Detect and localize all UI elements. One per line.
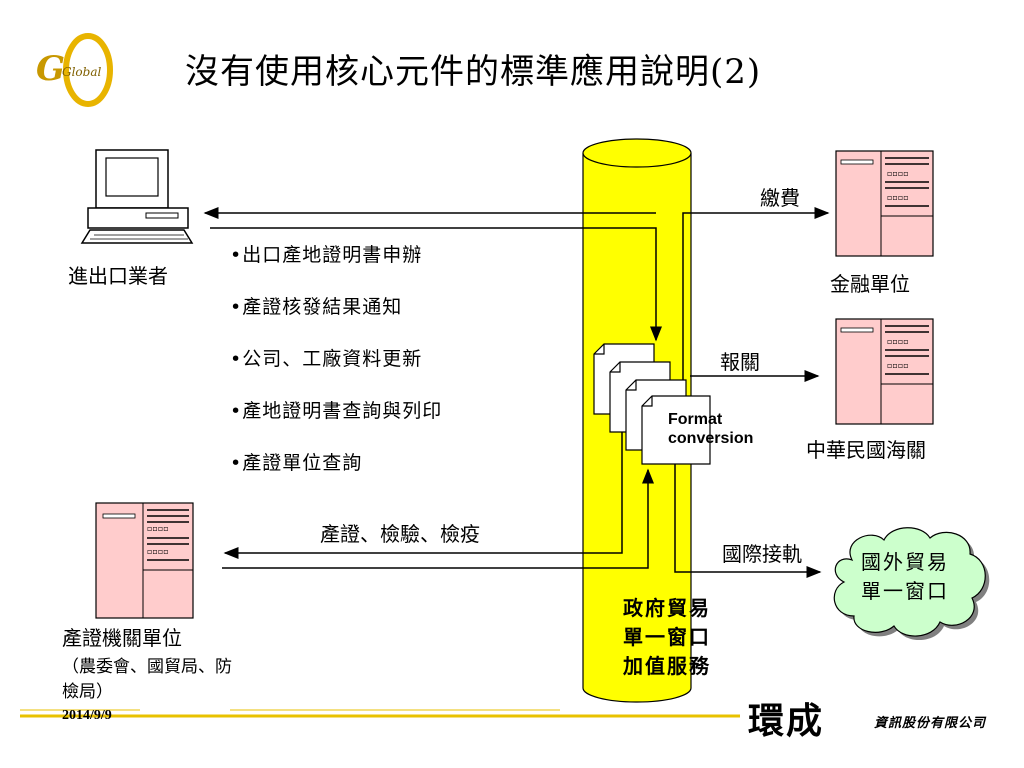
arrow-to-cert-agency: [223, 415, 623, 559]
arrow-from-cert-agency: [222, 468, 654, 569]
svg-text:▫▫▫▫: ▫▫▫▫: [887, 193, 909, 202]
finance-building-icon: ▫▫▫▫ ▫▫▫▫: [835, 150, 934, 257]
brand-name: 環成: [748, 700, 825, 742]
arrow-to-foreign: [674, 462, 822, 578]
cloud-icon: [833, 527, 990, 641]
customs-label: 中華民國海關: [806, 438, 926, 462]
svg-text:▫▫▫▫: ▫▫▫▫: [887, 337, 909, 346]
customs-report-label: 報關: [720, 350, 760, 374]
pay-label: 繳費: [760, 186, 800, 210]
trader-label: 進出口業者: [68, 264, 168, 288]
service-item-5: •產證單位查詢: [230, 452, 363, 474]
arrow-from-trader: [210, 227, 662, 342]
footer-lines: [20, 709, 740, 718]
svg-text:▫▫▫▫: ▫▫▫▫: [147, 524, 169, 533]
service-item-1: •出口產地證明書申辦: [230, 244, 423, 266]
finance-label: 金融單位: [830, 272, 910, 296]
global-logo: G Global: [36, 33, 113, 107]
footer-date: 2014/9/9: [62, 708, 112, 723]
service-item-3: •公司、工廠資料更新: [230, 348, 423, 370]
logo-text: Global: [62, 65, 101, 79]
cert-agency-building-icon: ▫▫▫▫ ▫▫▫▫: [95, 502, 194, 619]
format-conversion-label: Format conversion: [668, 411, 754, 447]
svg-text:G: G: [36, 49, 65, 89]
svg-text:▫▫▫▫: ▫▫▫▫: [887, 169, 909, 178]
cert-flow-label: 產證、檢驗、檢疫: [320, 522, 480, 546]
customs-building-icon: ▫▫▫▫ ▫▫▫▫: [835, 318, 934, 425]
service-item-2: •產證核發結果通知: [230, 296, 403, 318]
intl-link-label: 國際接軌: [722, 542, 802, 566]
cert-agency-label: 產證機關單位: [62, 626, 182, 650]
cert-agency-sub-label: （農委會、國貿局、防檢局）: [62, 657, 232, 702]
service-item-4: •產地證明書查詢與列印: [230, 400, 443, 422]
page-title: 沒有使用核心元件的標準應用說明(2): [185, 52, 762, 92]
foreign-single-window-label: 國外貿易 單一窗口: [861, 550, 949, 603]
document-stack-icon: [593, 343, 711, 465]
computer-icon: [80, 149, 194, 244]
arrow-to-finance: [682, 207, 830, 390]
svg-text:▫▫▫▫: ▫▫▫▫: [887, 361, 909, 370]
brand-subtitle: 資訊股份有限公司: [874, 716, 987, 731]
gov-single-window-label: 政府貿易 單一窗口 加值服務: [623, 596, 711, 678]
svg-text:▫▫▫▫: ▫▫▫▫: [147, 547, 169, 556]
